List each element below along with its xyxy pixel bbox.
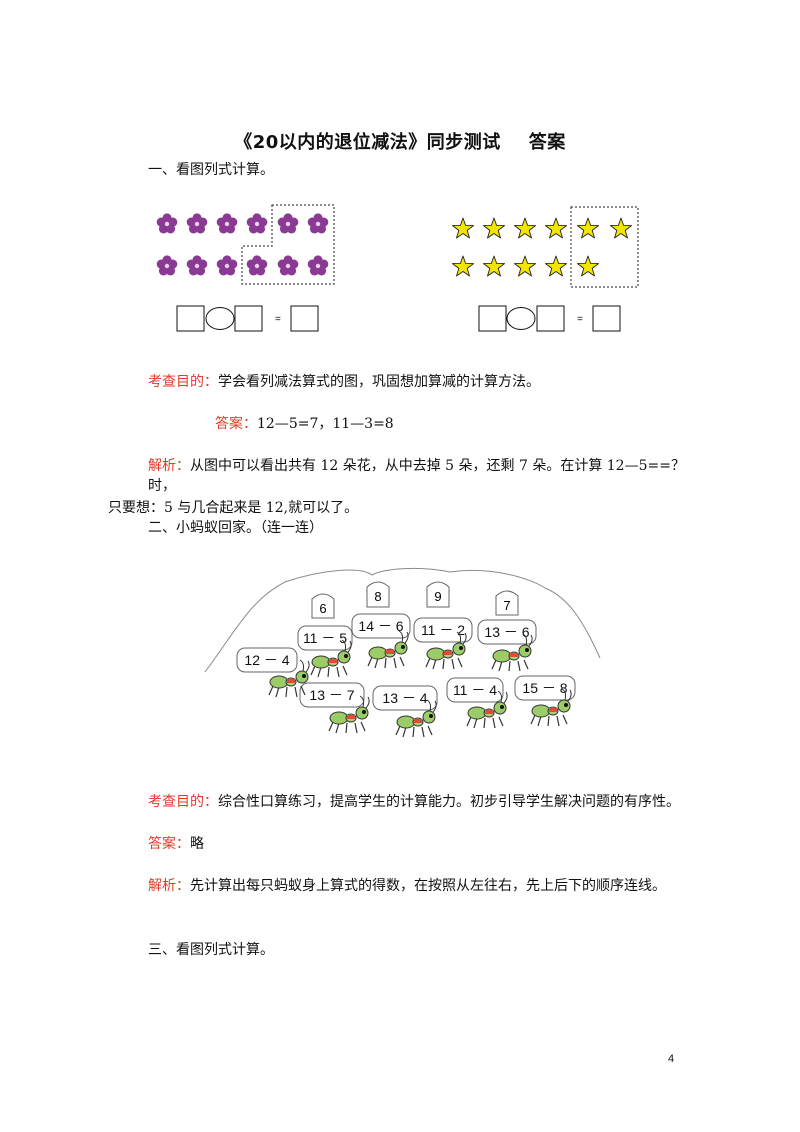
section1-purpose: 考查目的：学会看列减法算式的图，巩固想加算减的计算方法。	[148, 372, 540, 392]
purpose-text: 学会看列减法算式的图，巩固想加算减的计算方法。	[218, 374, 540, 390]
operator-circle[interactable]	[205, 307, 235, 330]
analysis-line2: 只要想：5 与几合起来是 12,就可以了。	[108, 500, 359, 516]
purpose-label: 考查目的：	[148, 374, 218, 390]
star-icon	[514, 255, 536, 277]
analysis-label: 解析：	[148, 458, 190, 474]
flower-icon	[246, 213, 268, 234]
star-group	[452, 217, 632, 277]
expression-text: 12 － 4	[244, 652, 289, 668]
expression-box[interactable]	[477, 619, 537, 645]
house-icon	[426, 581, 450, 608]
section1-figures: = =	[156, 204, 639, 332]
flower-icon	[216, 213, 238, 234]
answer-boxes-right	[478, 305, 621, 332]
ant-houses: 6 8 9 7	[311, 581, 519, 619]
expression-box[interactable]	[351, 613, 411, 639]
section2-heading: 二、小蚂蚁回家。（连一连）	[148, 520, 323, 536]
section2-answer: 答案：略	[148, 834, 204, 854]
expression-box[interactable]	[372, 685, 438, 711]
expression-text: 13 － 7	[309, 687, 354, 703]
house-number: 9	[434, 589, 441, 604]
star-icon	[483, 217, 505, 239]
flower-group	[156, 213, 329, 276]
flower-icon	[186, 255, 208, 276]
hill-outline	[204, 567, 601, 673]
expression-text: 13 － 6	[484, 624, 529, 640]
answer-boxes-left	[176, 305, 319, 332]
answer-box[interactable]	[176, 305, 205, 332]
section1-analysis: 解析：从图中可以看出共有 12 朵花，从中去掉 5 朵，还剩 7 朵。在计算 1…	[108, 456, 708, 518]
answer-text: 12—5=7，11—3=8	[257, 416, 394, 432]
flower-icon	[246, 255, 268, 276]
house-icon	[366, 581, 390, 608]
flower-icon	[307, 213, 329, 234]
section3-heading: 三、看图列式计算。	[148, 942, 274, 958]
expression-boxes	[236, 613, 576, 711]
flower-icon	[216, 255, 238, 276]
document-title: 《20以内的退位减法》同步测试 答案	[0, 128, 800, 154]
star-icon	[452, 255, 474, 277]
answer-box[interactable]	[536, 305, 565, 332]
answer-box[interactable]	[290, 305, 319, 332]
expression-box[interactable]	[514, 675, 576, 701]
house-icon	[311, 593, 335, 619]
expression-text: 15 － 8	[522, 680, 567, 696]
star-icon	[452, 217, 474, 239]
analysis-label: 解析：	[148, 878, 190, 894]
star-icon	[577, 217, 599, 239]
expression-text: 14 － 6	[358, 618, 403, 634]
purpose-label: 考查目的：	[148, 794, 218, 810]
section1-heading: 一、看图列式计算。	[148, 162, 274, 178]
house-number: 8	[374, 589, 381, 604]
title-suffix: 答案	[528, 132, 566, 153]
circled-flowers-outline	[241, 204, 335, 285]
circled-stars-outline	[570, 206, 639, 288]
section2-analysis: 解析：先计算出每只蚂蚁身上算式的得数，在按照从左往右，先上后下的顺序连线。	[148, 876, 666, 896]
expression-text: 11 － 4	[453, 682, 497, 698]
star-icon	[483, 255, 505, 277]
answer-label: 答案：	[148, 836, 190, 852]
flower-icon	[156, 213, 178, 234]
star-icon	[577, 255, 599, 277]
expression-text: 13 － 4	[382, 690, 427, 706]
equals-sign: =	[275, 314, 281, 325]
star-icon	[514, 217, 536, 239]
house-number: 6	[319, 601, 326, 616]
expression-box[interactable]	[446, 677, 504, 703]
expression-text: 11 － 5	[303, 630, 347, 646]
house-number: 7	[503, 598, 510, 613]
house-icon	[495, 590, 519, 616]
section1-answer: 答案：12—5=7，11—3=8	[215, 414, 394, 434]
flower-icon	[186, 213, 208, 234]
analysis-text: 先计算出每只蚂蚁身上算式的得数，在按照从左往右，先上后下的顺序连线。	[190, 878, 666, 894]
expression-box[interactable]	[413, 617, 473, 643]
expression-box[interactable]	[236, 647, 298, 673]
expression-box[interactable]	[297, 625, 353, 651]
star-icon	[610, 217, 632, 239]
purpose-text: 综合性口算练习，提高学生的计算能力。初步引导学生解决问题的有序性。	[218, 794, 680, 810]
ant-icon[interactable]	[367, 630, 409, 669]
star-icon	[545, 217, 567, 239]
section2-purpose: 考查目的：综合性口算练习，提高学生的计算能力。初步引导学生解决问题的有序性。	[148, 792, 680, 812]
answer-box[interactable]	[234, 305, 263, 332]
expression-text: 11 － 2	[421, 622, 465, 638]
answer-text: 略	[190, 836, 204, 852]
flower-icon	[277, 213, 299, 234]
answer-box[interactable]	[478, 305, 507, 332]
page-number: 4	[668, 1053, 675, 1065]
flower-icon	[277, 255, 299, 276]
title-text: 《20以内的退位减法》同步测试	[234, 132, 501, 153]
ant-home-figure: 6 8 9 7 11 － 5 14 － 6 11 － 2 13 － 6 12 －…	[204, 567, 601, 738]
operator-circle[interactable]	[506, 307, 536, 330]
flower-icon	[156, 255, 178, 276]
answer-box[interactable]	[592, 305, 621, 332]
flower-icon	[307, 255, 329, 276]
answer-label: 答案：	[215, 416, 257, 432]
expression-labels: 11 － 5 14 － 6 11 － 2 13 － 6 12 － 4 13 － …	[244, 618, 567, 706]
equals-sign: =	[577, 314, 583, 325]
star-icon	[545, 255, 567, 277]
expression-box[interactable]	[299, 682, 365, 708]
analysis-line1: 从图中可以看出共有 12 朵花，从中去掉 5 朵，还剩 7 朵。在计算 12—5…	[148, 458, 685, 494]
